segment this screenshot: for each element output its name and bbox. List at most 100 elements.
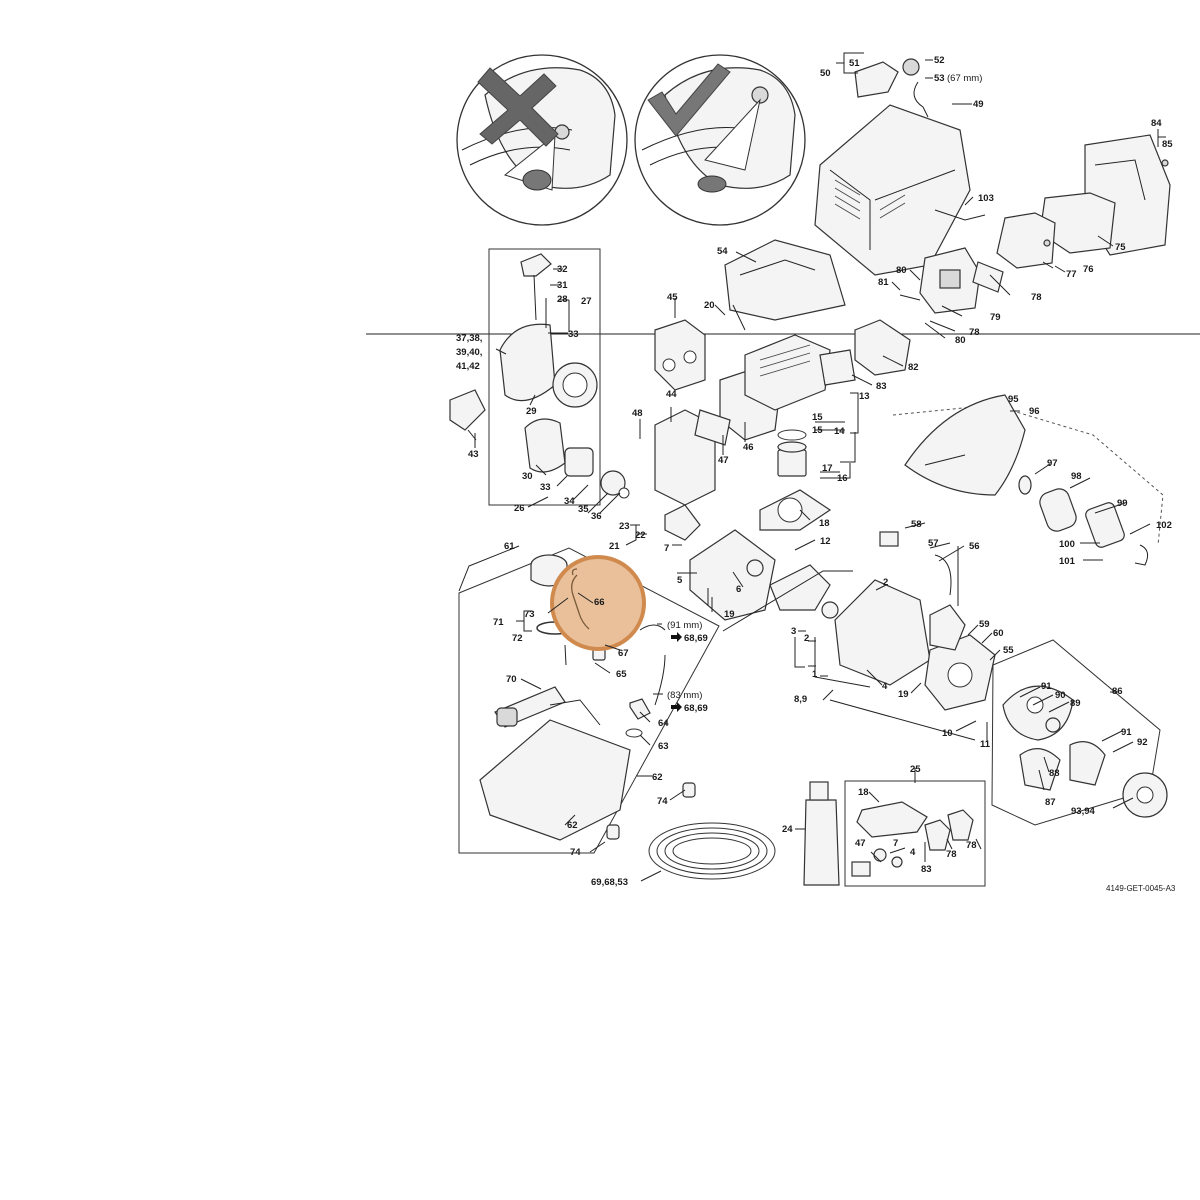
- label-63: 63: [658, 741, 669, 752]
- label-19-b: 19: [898, 689, 909, 700]
- label-91-a: 91: [1041, 681, 1052, 692]
- label-34: 34: [564, 496, 575, 507]
- label-15-a: 15: [812, 412, 823, 423]
- engine-cover: [814, 58, 971, 276]
- starter-box: [488, 248, 601, 506]
- label-57: 57: [928, 538, 939, 549]
- figure-reference: 4149-GET-0045-A3: [1106, 884, 1176, 893]
- label-39-40: 39,40,: [456, 347, 482, 358]
- check-mark-icon: [647, 63, 731, 137]
- label-2-a: 2: [883, 577, 888, 588]
- label-78-d: 78: [946, 849, 957, 860]
- label-22: 22: [635, 530, 646, 541]
- label-70: 70: [506, 674, 517, 685]
- label-31: 31: [557, 280, 568, 291]
- label-35: 35: [578, 504, 589, 515]
- label-103: 103: [978, 193, 994, 204]
- arrow-right-icon: [671, 702, 682, 712]
- label-58: 58: [911, 519, 922, 530]
- label-49: 49: [973, 99, 984, 110]
- label-99: 99: [1117, 498, 1128, 509]
- label-97: 97: [1047, 458, 1058, 469]
- detail-wrong: [456, 54, 628, 226]
- engine-core: [654, 239, 856, 506]
- label-45: 45: [667, 292, 678, 303]
- label-15-b: 15: [812, 425, 823, 436]
- label-23: 23: [619, 521, 630, 532]
- label-17: 17: [822, 463, 833, 474]
- label-96: 96: [1029, 406, 1040, 417]
- label-74-b: 74: [570, 847, 581, 858]
- label-47: 47: [718, 455, 729, 466]
- label-81: 81: [878, 277, 889, 288]
- label-48: 48: [632, 408, 643, 419]
- label-6: 6: [736, 584, 741, 595]
- label-91-b: 91: [1121, 727, 1132, 738]
- label-74-a: 74: [657, 796, 668, 807]
- label-11: 11: [980, 739, 991, 750]
- label-88: 88: [1049, 768, 1060, 779]
- air-filter-group: [996, 134, 1171, 269]
- label-89: 89: [1070, 698, 1081, 709]
- label-78-b: 78: [969, 327, 980, 338]
- crankcase-group: [664, 489, 996, 711]
- label-93-94: 93,94: [1071, 806, 1095, 817]
- label-21: 21: [609, 541, 620, 552]
- fuel-tank-parts: [479, 554, 696, 841]
- label-68-69-b: 68,69: [684, 703, 708, 714]
- label-41-42: 41,42: [456, 361, 480, 372]
- label-73: 73: [524, 609, 535, 620]
- label-62-a: 62: [652, 772, 663, 783]
- label-77: 77: [1066, 269, 1077, 280]
- label-3: 3: [791, 626, 796, 637]
- label-61: 61: [504, 541, 515, 552]
- label-8-9: 8,9: [794, 694, 807, 705]
- detail-right: [634, 54, 806, 226]
- label-37-38: 37,38,: [456, 333, 482, 344]
- label-4-b: 4: [910, 847, 916, 858]
- fuel-hose-coil: [648, 822, 776, 880]
- label-85: 85: [1162, 139, 1173, 150]
- label-10: 10: [942, 728, 953, 739]
- label-79: 79: [990, 312, 1001, 323]
- label-27: 27: [581, 296, 592, 307]
- clutch-parts: [1002, 685, 1168, 818]
- label-18-a: 18: [819, 518, 830, 529]
- label-80-a: 80: [896, 265, 907, 276]
- fuel-hose-part: [571, 574, 590, 630]
- highlight-marker: [550, 555, 646, 651]
- label-86: 86: [1112, 686, 1123, 697]
- label-78-a: 78: [1031, 292, 1042, 303]
- label-66: 66: [594, 597, 605, 608]
- label-82: 82: [908, 362, 919, 373]
- label-68-69-a: 68,69: [684, 633, 708, 644]
- label-83-b: 83: [921, 864, 932, 875]
- label-102: 102: [1156, 520, 1172, 531]
- label-28: 28: [557, 294, 568, 305]
- label-98: 98: [1071, 471, 1082, 482]
- label-59: 59: [979, 619, 990, 630]
- label-92: 92: [1137, 737, 1148, 748]
- label-76: 76: [1083, 264, 1094, 275]
- gear-housing: [904, 394, 1149, 566]
- label-29: 29: [526, 406, 537, 417]
- label-30: 30: [522, 471, 533, 482]
- label-47-b: 47: [855, 838, 866, 849]
- label-24: 24: [782, 824, 793, 835]
- leader-lines: [458, 52, 1166, 882]
- label-56: 56: [969, 541, 980, 552]
- label-18-b: 18: [858, 787, 869, 798]
- label-100: 100: [1059, 539, 1075, 550]
- label-19-a: 19: [724, 609, 735, 620]
- label-80-b: 80: [955, 335, 966, 346]
- cross-mark-icon: [477, 67, 559, 147]
- label-43: 43: [468, 449, 479, 460]
- label-78-c: 78: [966, 840, 977, 851]
- label-71: 71: [493, 617, 504, 628]
- label-33-b: 33: [540, 482, 551, 493]
- label-20: 20: [704, 300, 715, 311]
- label-101: 101: [1059, 556, 1076, 567]
- label-12: 12: [820, 536, 831, 547]
- label-53-length: (67 mm): [947, 73, 982, 84]
